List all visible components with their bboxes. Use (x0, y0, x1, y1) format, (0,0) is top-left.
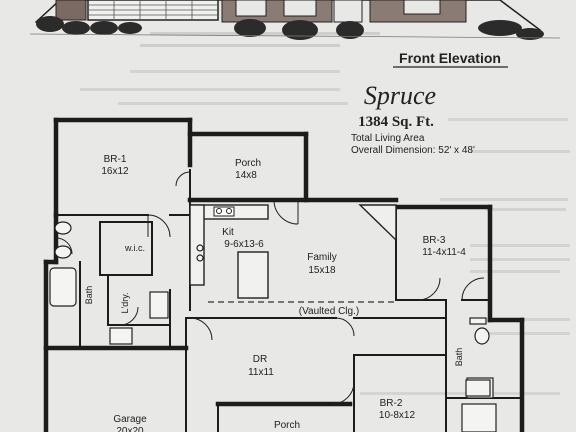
room-size-garage: 20x20 (116, 426, 144, 432)
room-name-family: Family (307, 252, 336, 263)
room-name-dining: DR (253, 354, 267, 365)
bathroom-fixtures (49, 221, 497, 432)
room-name-kitchen: Kit (222, 227, 234, 238)
room-size-family: 15x18 (308, 265, 336, 276)
bath1-label: Bath (84, 286, 94, 305)
room-size-br1: 16x12 (101, 166, 129, 177)
room-name-br2: BR-2 (380, 398, 403, 409)
living-area-label: Total Living Area (351, 133, 425, 144)
elevation-caption: Front Elevation (399, 50, 501, 66)
room-size-br3: 11-4x11-4 (422, 247, 466, 258)
vaulted-ceiling-note: (Vaulted Clg.) (299, 306, 359, 317)
overall-dimension: Overall Dimension: 52' x 48' (351, 145, 475, 156)
room-size-br2: 10-8x12 (379, 410, 416, 421)
laundry-label: L'dry. (120, 292, 130, 313)
interior-walls (55, 169, 523, 432)
front-elevation-drawing (29, 0, 561, 40)
room-name-br1: BR-1 (104, 154, 127, 165)
room-name-porch-top: Porch (235, 158, 261, 169)
room-size-porch-top: 14x8 (235, 170, 257, 181)
room-name-br3: BR-3 (423, 235, 446, 246)
room-name-garage: Garage (113, 414, 147, 425)
room-labels: BR-1 16x12 Porch 14x8 Kit 9-6x13-6 Famil… (84, 154, 466, 432)
room-size-kitchen: 9-6x13-6 (224, 239, 264, 250)
door-swings (55, 171, 485, 405)
square-footage: 1384 Sq. Ft. (358, 114, 434, 130)
wic-label: w.i.c. (124, 243, 145, 253)
bleed-through-text (80, 32, 570, 395)
room-size-dining: 11x11 (248, 367, 274, 378)
exterior-walls (43, 117, 525, 432)
room-name-porch-bottom: Porch (274, 420, 300, 431)
bath2-label: Bath (454, 348, 464, 367)
plan-name: Spruce (364, 81, 436, 110)
